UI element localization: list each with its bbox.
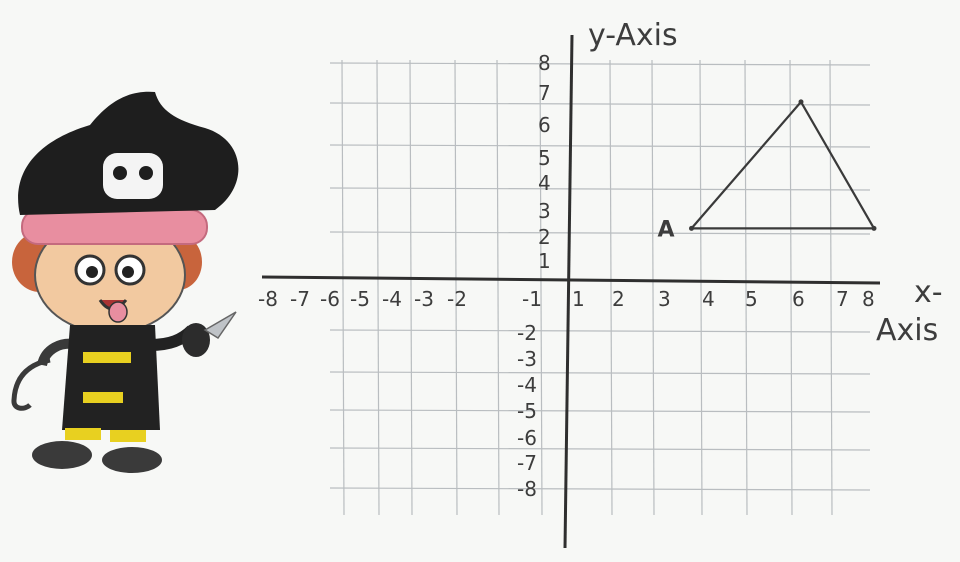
- x-tick-label: -1: [522, 287, 542, 311]
- y-tick-label: 2: [538, 225, 551, 249]
- x-tick-label: -7: [290, 287, 310, 311]
- y-tick-label: 5: [538, 146, 551, 170]
- grid-line-horizontal: [329, 144, 871, 148]
- x-tick-label: -6: [320, 287, 340, 311]
- skull-eye-left: [113, 166, 127, 180]
- y-tick-label: -3: [517, 347, 537, 371]
- y-tick-label: 7: [538, 81, 551, 105]
- skull-eye-right: [139, 166, 153, 180]
- y-tick-label: -4: [517, 373, 537, 397]
- x-tick-label: -2: [447, 287, 467, 311]
- pirate-boot-right: [102, 447, 162, 473]
- skull-icon: [103, 153, 163, 199]
- y-tick-labels: 8 7 6 54 321 -2-3-4-5 -6-7-8: [517, 51, 551, 501]
- x-tick-label: 4: [702, 287, 715, 311]
- pirate-belt-top: [83, 352, 131, 363]
- grid-line-horizontal: [329, 447, 871, 451]
- grid-line-vertical: [341, 59, 345, 516]
- grid-line-vertical: [789, 59, 793, 516]
- pirate-eye-right-pupil: [122, 266, 134, 278]
- y-tick-label: -7: [517, 451, 537, 475]
- y-tick-label: 4: [538, 171, 551, 195]
- triangle-vertex: [689, 225, 694, 231]
- grid-line-vertical: [744, 59, 748, 516]
- x-tick-label: -4: [382, 287, 402, 311]
- pirate-boot-left: [32, 441, 92, 469]
- x-tick-label: 1: [572, 287, 585, 311]
- pirate-leg-right: [110, 430, 146, 442]
- knife-icon: [203, 311, 237, 340]
- triangle-vertex: [871, 225, 877, 231]
- triangle-shape: [689, 100, 876, 230]
- graph-grid: [329, 59, 871, 516]
- x-tick-label: -8: [258, 287, 278, 311]
- grid-line-horizontal: [329, 329, 871, 333]
- y-tick-label: 8: [538, 51, 551, 75]
- x-tick-label: -3: [414, 287, 434, 311]
- grid-line-vertical: [376, 59, 380, 516]
- x-axis-label-bottom: Axis: [876, 313, 938, 348]
- pirate-hook: [11, 357, 51, 411]
- vertex-label: A: [658, 217, 675, 242]
- grid-line-vertical: [651, 59, 655, 516]
- x-tick-label: 6: [792, 287, 805, 311]
- y-tick-label: -2: [517, 321, 537, 345]
- y-tick-label: -8: [517, 477, 537, 501]
- pirate-bandana: [21, 209, 208, 245]
- pirate-eye-left-pupil: [86, 266, 98, 278]
- grid-line-vertical: [496, 59, 500, 516]
- y-tick-label: -6: [517, 426, 537, 450]
- x-tick-label: 8: [862, 287, 875, 311]
- y-axis-label: y-Axis: [588, 18, 678, 53]
- pirate-fist: [182, 323, 210, 357]
- grid-line-horizontal: [329, 371, 871, 375]
- y-tick-label: -5: [517, 399, 537, 423]
- triangle-figure: A: [658, 99, 877, 242]
- grid-line-vertical: [454, 59, 458, 516]
- y-tick-label: 6: [538, 113, 551, 137]
- grid-line-horizontal: [329, 102, 871, 106]
- grid-line-horizontal: [329, 231, 871, 235]
- grid-line-horizontal: [329, 487, 871, 491]
- x-tick-label: -5: [350, 287, 370, 311]
- grid-line-vertical: [409, 59, 413, 516]
- x-axis-line: [261, 275, 881, 285]
- pirate-leg-left: [65, 428, 101, 440]
- grid-line-horizontal: [329, 409, 871, 413]
- pirate-tongue: [108, 301, 128, 323]
- pirate-belt-bottom: [83, 392, 123, 403]
- pirate-illustration: [11, 91, 239, 473]
- x-tick-label: 3: [658, 287, 671, 311]
- x-tick-label: 7: [836, 287, 849, 311]
- grid-line-vertical: [699, 59, 703, 516]
- y-tick-label: 1: [538, 249, 551, 273]
- x-tick-label: 5: [745, 287, 758, 311]
- grid-line-vertical: [829, 59, 833, 516]
- pirate-body: [62, 325, 160, 430]
- grid-line-vertical: [609, 59, 613, 516]
- y-axis-line: [563, 34, 574, 549]
- x-tick-label: 2: [612, 287, 625, 311]
- x-axis-label-top: x-: [914, 275, 943, 310]
- grid-line-horizontal: [329, 62, 871, 66]
- triangle-vertex: [798, 99, 804, 105]
- y-tick-label: 3: [538, 199, 551, 223]
- grid-line-horizontal: [329, 187, 871, 191]
- grid-line-vertical: [539, 59, 543, 516]
